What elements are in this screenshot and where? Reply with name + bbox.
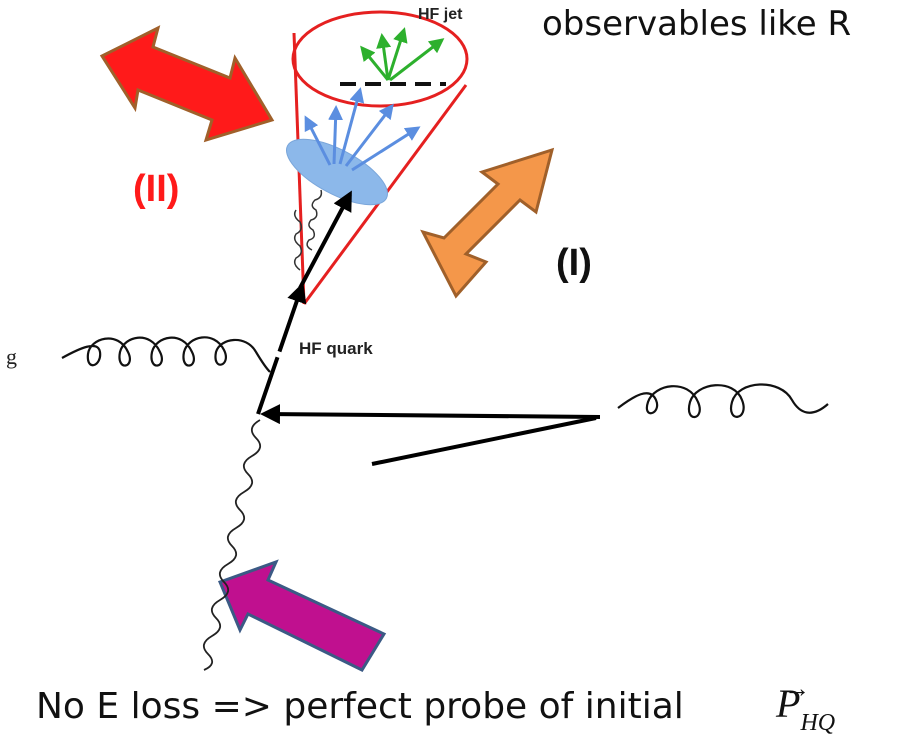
top-text: observables like R: [542, 4, 852, 44]
radiated-gluon: [293, 209, 303, 271]
hf-jet-label: HF jet: [418, 6, 463, 23]
orange-double-arrow: [420, 147, 555, 299]
vector-arrow: →: [784, 674, 810, 703]
label-ii: (II): [133, 168, 180, 210]
momentum-symbol: →PHQ: [776, 674, 836, 736]
outgoing-gluon-right: [617, 383, 829, 419]
hf-quark-line: [256, 282, 307, 415]
red-double-arrow: [99, 25, 275, 143]
photon-line: [202, 419, 262, 671]
hf-quark-label: HF quark: [299, 339, 373, 358]
label-i: (I): [556, 242, 592, 284]
magenta-arrow: [218, 559, 387, 672]
radiated-gluon-2: [306, 189, 323, 251]
horizontal-arrow: [260, 404, 601, 425]
incoming-gluon-left: [61, 336, 271, 373]
momentum-subscript: HQ: [800, 710, 836, 736]
diagonal-line: [371, 416, 597, 466]
momentum-letter: P: [776, 681, 801, 726]
blue-arrows: [304, 87, 421, 172]
gluon-label: g: [6, 344, 17, 369]
caption: No E loss => perfect probe of initial: [36, 686, 684, 727]
hadronization-blob: [285, 138, 389, 206]
quark-arrow-inner: [298, 190, 352, 289]
green-arrows: [360, 27, 445, 82]
